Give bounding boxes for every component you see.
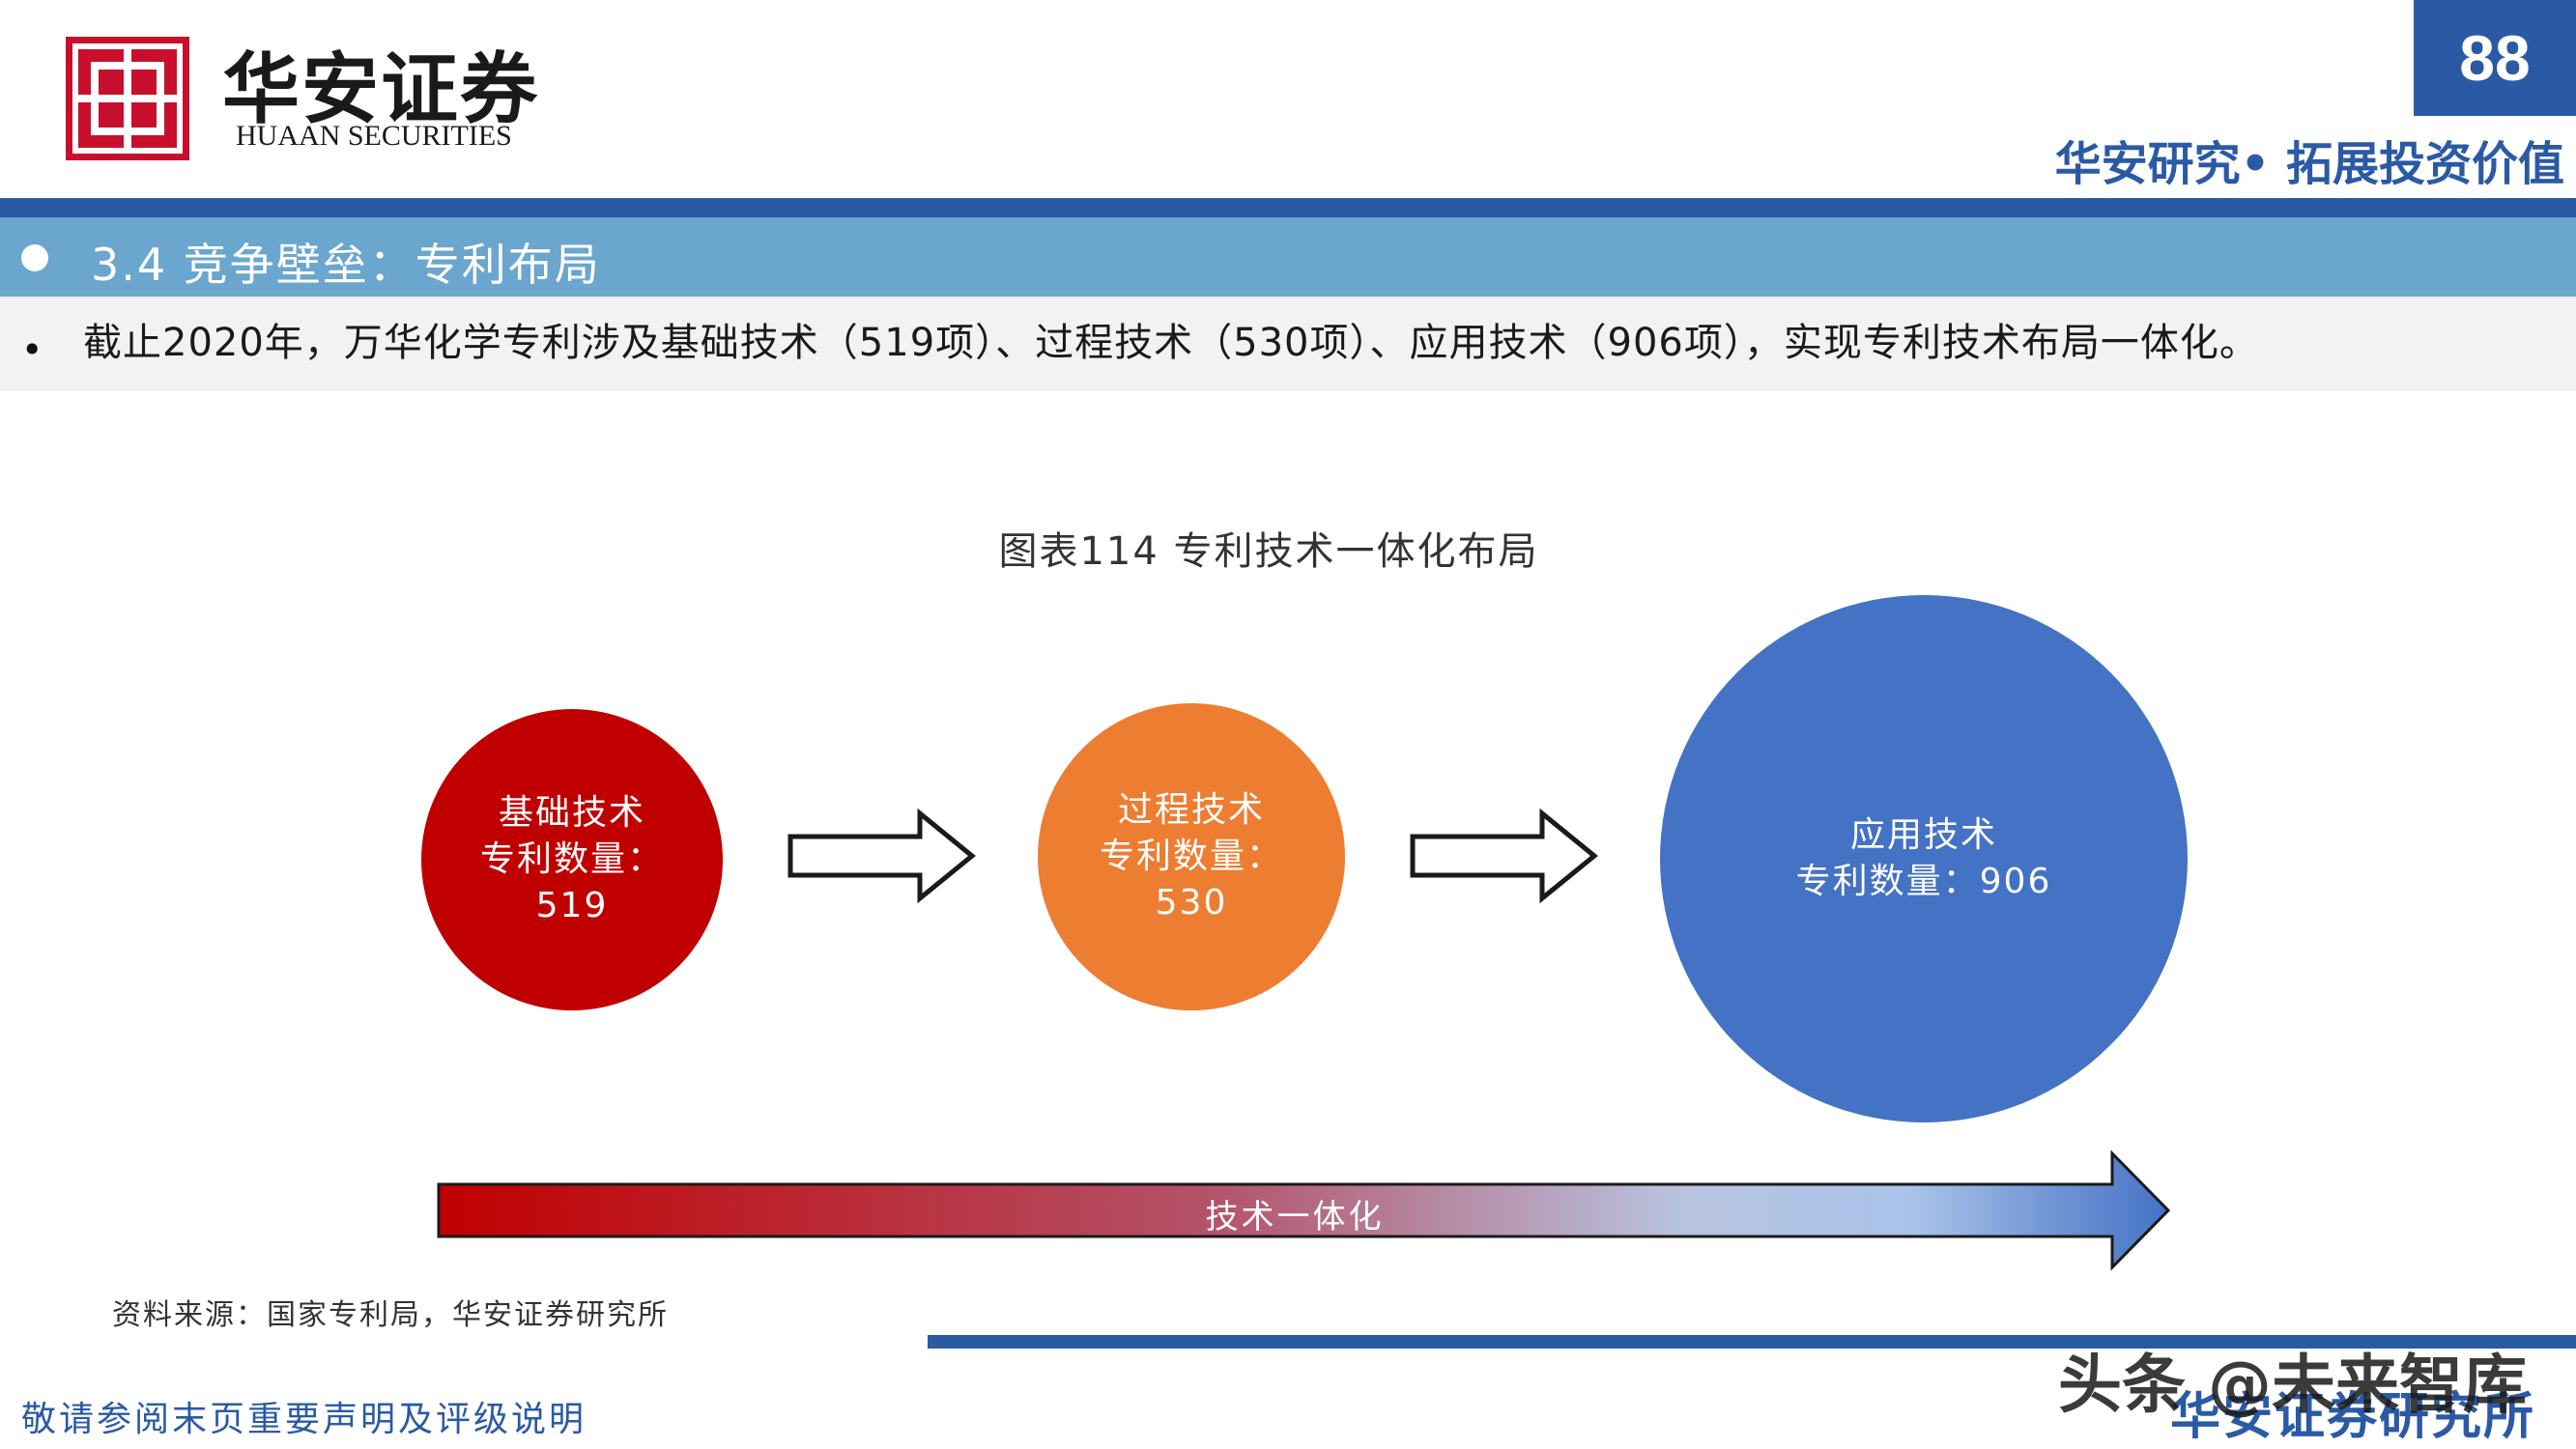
integration-band-arrow (437, 1150, 2171, 1271)
section-title: 3.4 竞争壁垒：专利布局 (91, 239, 601, 291)
figure-source: 资料来源：国家专利局，华安证券研究所 (112, 1298, 669, 1332)
node-basic-tech-label: 专利数量： (479, 839, 664, 879)
section-bullet-icon (21, 244, 48, 271)
node-process-tech-label: 专利数量： (1099, 837, 1283, 876)
summary-text: 截止2020年，万华化学专利涉及基础技术（519项）、过程技术（530项）、应用… (83, 321, 2259, 365)
footer-organization: 华安证券研究所 (2169, 1388, 2535, 1446)
node-application-tech-name: 应用技术 (1849, 815, 1997, 855)
figure-title: 图表114 专利技术一体化布局 (998, 529, 1539, 574)
node-basic-tech-value: 519 (535, 886, 609, 925)
integration-band-label: 技术一体化 (1205, 1198, 1385, 1236)
node-application-tech: 应用技术 专利数量：906 (1660, 595, 2188, 1122)
node-basic-tech-name: 基础技术 (498, 793, 645, 833)
node-process-tech: 过程技术 专利数量： 530 (1038, 703, 1345, 1010)
logo-mark (66, 37, 189, 160)
node-process-tech-name: 过程技术 (1117, 790, 1265, 830)
section-bar (0, 217, 2576, 297)
watermark: 头条 @未来智库 (2058, 1348, 2527, 1422)
summary-bar (0, 297, 2576, 391)
header-slogan: 华安研究• 拓展投资价值 (2054, 137, 2564, 191)
page-number: 88 (2414, 0, 2576, 116)
node-basic-tech: 基础技术 专利数量： 519 (421, 709, 723, 1010)
footer-disclaimer[interactable]: 敬请参阅末页重要声明及评级说明 (21, 1400, 587, 1439)
arrow-right-icon (787, 808, 976, 904)
logo-chinese-name: 华安证券 (222, 43, 539, 134)
node-process-tech-value: 530 (1155, 883, 1228, 923)
node-application-tech-label: 专利数量：906 (1795, 862, 2052, 901)
header-divider (0, 198, 2576, 217)
arrow-right-icon (1410, 808, 1598, 904)
footer-divider (928, 1335, 2576, 1349)
bullet-marker: • (21, 328, 43, 371)
logo-english-name: HUAAN SECURITIES (236, 120, 512, 152)
